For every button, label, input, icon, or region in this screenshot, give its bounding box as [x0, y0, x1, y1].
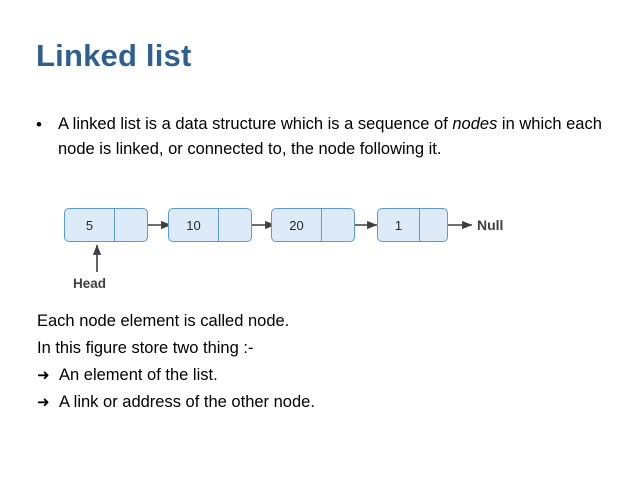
- null-terminator-label: Null: [477, 217, 504, 233]
- bullet-dot-icon: •: [36, 115, 42, 134]
- note-line: In this figure store two thing :-: [37, 339, 254, 357]
- intro-bullet-text: A linked list is a data structure which …: [58, 112, 612, 162]
- note-arrow-row: ➜ A link or address of the other node.: [37, 389, 597, 416]
- note-arrow-text: An element of the list.: [59, 366, 218, 384]
- list-node: 10: [168, 208, 252, 242]
- head-pointer-label: Head: [73, 276, 107, 291]
- list-node: 5: [64, 208, 148, 242]
- node-pointer-cell: [322, 209, 354, 241]
- list-node: 20: [271, 208, 355, 242]
- arrow-bullet-icon: ➜: [37, 394, 50, 411]
- node-value: 1: [378, 209, 420, 241]
- node-value: 10: [169, 209, 219, 241]
- note-arrow-row: ➜ An element of the list.: [37, 362, 597, 389]
- intro-text-part-1: A linked list is a data structure which …: [58, 115, 453, 133]
- arrow-bullet-icon: ➜: [37, 367, 50, 384]
- note-line: Each node element is called node.: [37, 312, 290, 330]
- intro-text-part-2: in which each node is linked, or connect…: [58, 115, 602, 158]
- node-pointer-cell: [420, 209, 447, 241]
- notes-block: Each node element is called node. In thi…: [37, 308, 597, 416]
- node-value: 20: [272, 209, 322, 241]
- node-pointer-cell: [115, 209, 147, 241]
- note-arrow-text: A link or address of the other node.: [59, 393, 315, 411]
- list-node: 1: [377, 208, 448, 242]
- node-pointer-cell: [219, 209, 251, 241]
- page-title: Linked list: [36, 38, 192, 73]
- node-value: 5: [65, 209, 115, 241]
- bullet-row: • A linked list is a data structure whic…: [36, 112, 612, 162]
- intro-bullet-block: • A linked list is a data structure whic…: [36, 112, 612, 162]
- intro-italic-word: nodes: [452, 115, 498, 133]
